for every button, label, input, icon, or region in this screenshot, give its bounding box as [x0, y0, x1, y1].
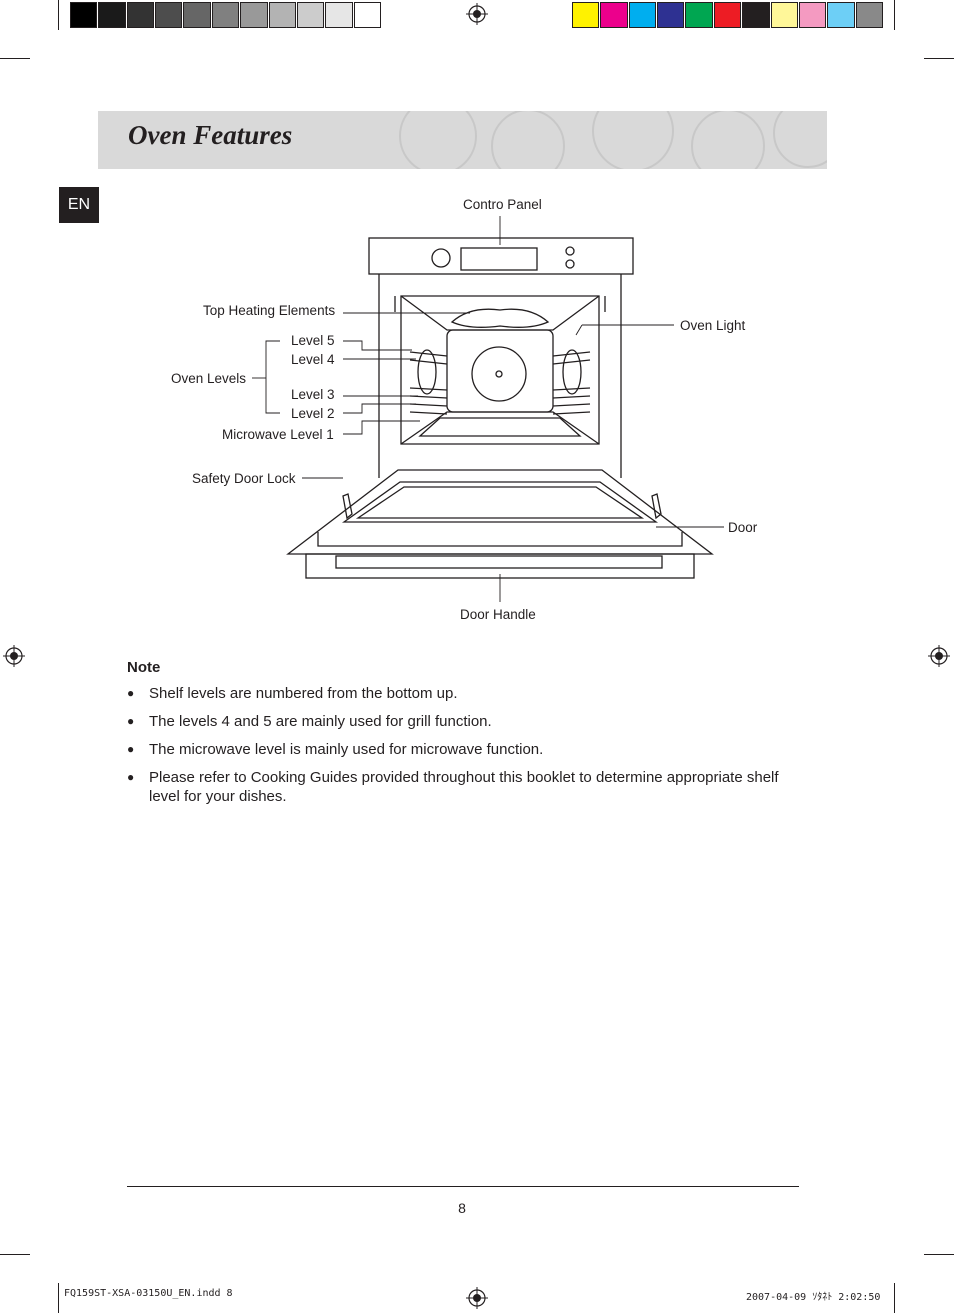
grayscale-color-bar: [70, 0, 382, 30]
label-door-handle: Door Handle: [460, 607, 536, 622]
safety-door-lock-icon: [651, 493, 662, 520]
color-swatch: [572, 2, 600, 28]
registration-mark-icon: [928, 645, 950, 667]
slug-filename: FQ159ST-XSA-03150U_EN.indd 8: [64, 1288, 233, 1299]
page-title: Oven Features: [128, 120, 293, 150]
convection-fan-icon: [471, 346, 527, 402]
crop-mark: [894, 0, 895, 30]
color-swatch: [713, 2, 742, 28]
crop-mark: [58, 1283, 59, 1313]
registration-mark-icon: [466, 3, 488, 25]
bullet-icon: ●: [127, 770, 135, 784]
process-color-bar: [572, 0, 884, 30]
tomato-watermark-icon: [399, 111, 827, 169]
top-heating-element: [450, 308, 550, 328]
language-tab: EN: [59, 187, 99, 223]
button-icon: [565, 259, 575, 269]
color-swatch: [98, 2, 126, 28]
color-swatch: [353, 2, 381, 28]
color-swatch: [126, 2, 155, 28]
back-wall: [446, 329, 554, 413]
left-knob-icon: [431, 248, 451, 268]
registration-mark-icon: [3, 645, 25, 667]
title-band: Oven Features: [98, 111, 827, 169]
control-panel-housing: [368, 237, 634, 275]
button-icon: [565, 246, 575, 256]
door-handle: [335, 555, 663, 569]
label-level-5: Level 5: [291, 333, 335, 348]
label-microwave-level-1: Microwave Level 1: [222, 427, 334, 442]
color-swatch: [657, 2, 685, 28]
crop-mark: [894, 1283, 895, 1313]
footer-rule: [127, 1186, 799, 1187]
label-level-4: Level 4: [291, 352, 335, 367]
display-window: [460, 247, 538, 271]
color-swatch: [798, 2, 827, 28]
label-level-3: Level 3: [291, 387, 335, 402]
color-swatch: [240, 2, 268, 28]
note-heading: Note: [127, 659, 161, 676]
crop-mark: [0, 58, 30, 59]
oven-diagram: [252, 216, 724, 602]
bullet-icon: ●: [127, 742, 135, 756]
label-door: Door: [728, 520, 758, 535]
page-number: 8: [458, 1200, 466, 1216]
label-oven-levels: Oven Levels: [171, 371, 247, 386]
color-swatch: [183, 2, 211, 28]
slug-timestamp: 2007-04-09 ｿﾀﾈﾄ 2:02:50: [746, 1292, 881, 1303]
list-item: ●Shelf levels are numbered from the bott…: [127, 685, 458, 702]
color-swatch: [770, 2, 798, 28]
color-swatch: [155, 2, 183, 28]
list-item: ●The levels 4 and 5 are mainly used for …: [127, 713, 492, 730]
label-oven-light: Oven Light: [680, 318, 746, 333]
shelf-rails-left: [409, 351, 448, 415]
color-swatch: [325, 2, 353, 28]
label-top-heating-elements: Top Heating Elements: [203, 303, 336, 318]
color-swatch: [211, 2, 240, 28]
color-swatch: [855, 2, 883, 28]
crop-mark: [924, 1254, 954, 1255]
bullet-icon: ●: [127, 686, 135, 700]
label-control-panel: Contro Panel: [463, 197, 542, 212]
crop-mark: [0, 1254, 30, 1255]
crop-mark: [58, 0, 59, 30]
label-level-2: Level 2: [291, 406, 335, 421]
shelf-rails-right: [552, 351, 591, 415]
color-swatch: [296, 2, 325, 28]
color-swatch: [685, 2, 713, 28]
list-item: ●The microwave level is mainly used for …: [127, 741, 544, 758]
color-swatch: [628, 2, 657, 28]
list-item: ●Please refer to Cooking Guides provided…: [127, 769, 779, 805]
color-swatch: [70, 2, 98, 28]
color-swatch: [600, 2, 628, 28]
crop-mark: [924, 58, 954, 59]
registration-mark-icon: [466, 1287, 488, 1309]
label-safety-door-lock: Safety Door Lock: [192, 471, 296, 486]
color-swatch: [827, 2, 855, 28]
color-swatch: [742, 2, 770, 28]
bullet-icon: ●: [127, 714, 135, 728]
color-swatch: [268, 2, 296, 28]
safety-door-lock-icon: [342, 493, 353, 520]
note-list: ●Shelf levels are numbered from the bott…: [127, 684, 807, 815]
